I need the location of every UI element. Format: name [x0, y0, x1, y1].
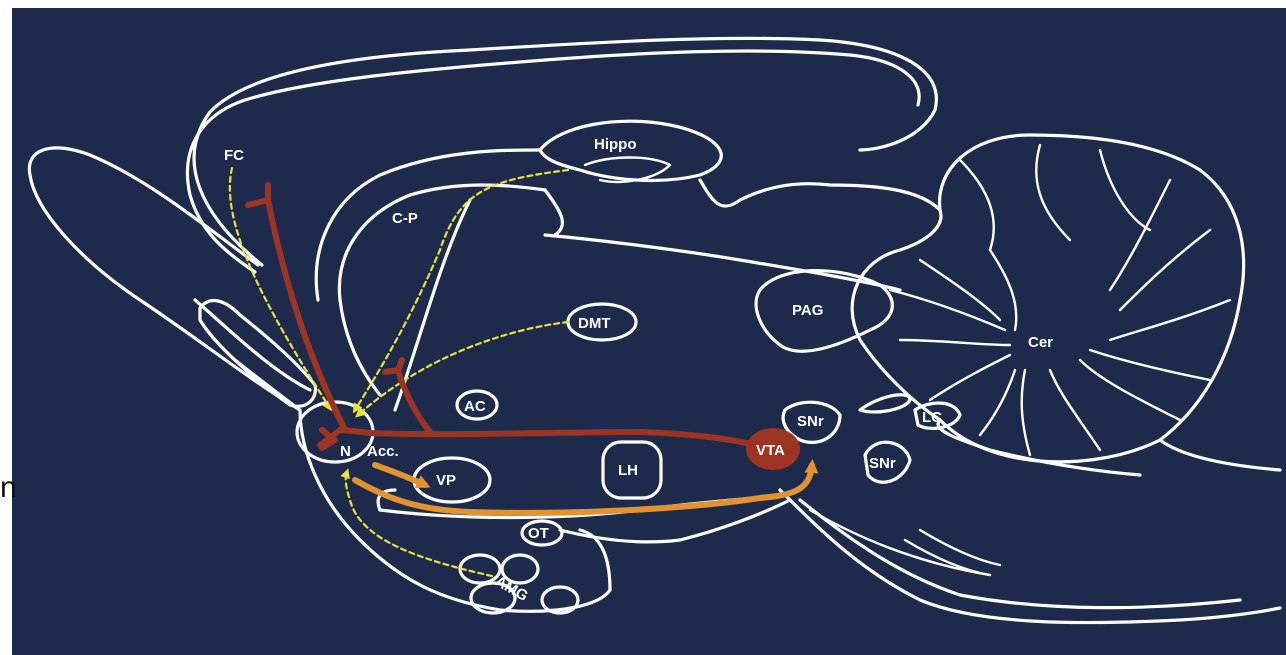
label-snr-upper: SNr — [797, 413, 824, 430]
label-fc: FC — [224, 147, 244, 164]
label-snr-lower: SNr — [869, 455, 896, 472]
label-ot: OT — [528, 525, 549, 542]
label-cp: C-P — [392, 210, 418, 227]
label-vp: VP — [436, 472, 456, 489]
label-lc: LC — [922, 409, 942, 426]
label-acc: Acc. — [367, 443, 399, 460]
label-pag: PAG — [792, 302, 823, 319]
diagram-background — [12, 8, 1286, 655]
edge-glyph: n — [0, 471, 17, 504]
label-hippo: Hippo — [594, 136, 637, 153]
label-dmt: DMT — [578, 315, 611, 332]
label-lh: LH — [618, 462, 638, 479]
label-n: N — [340, 443, 351, 460]
label-ac: AC — [464, 398, 486, 415]
label-vta: VTA — [756, 442, 785, 459]
label-cer: Cer — [1028, 334, 1053, 351]
